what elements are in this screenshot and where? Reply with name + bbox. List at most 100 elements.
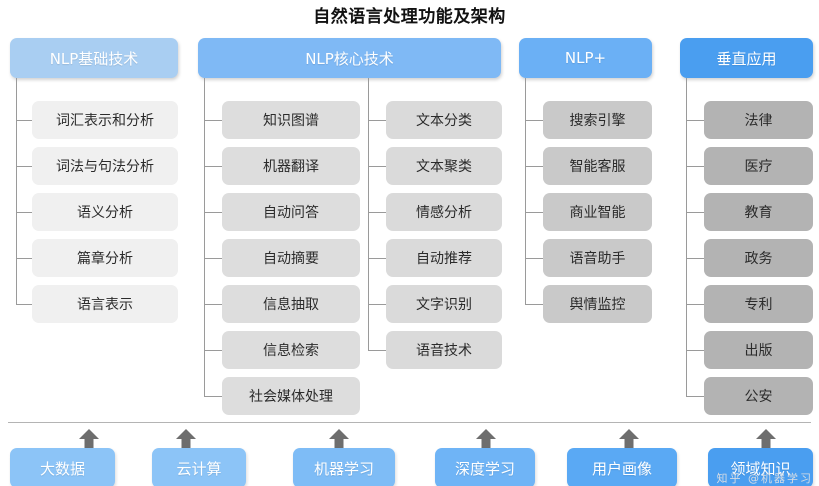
connector-stub [686,258,704,259]
leaf-nlp-core-right-0[interactable]: 文本分类 [386,101,502,139]
leaf-nlp-core-left-1[interactable]: 机器翻译 [222,147,360,185]
foundation-label: 机器学习 [313,459,374,478]
leaf-nlp-core-right-1[interactable]: 文本聚类 [386,147,502,185]
leaf-label: 社会媒体处理 [249,389,333,405]
leaf-label: 智能客服 [569,159,626,175]
leaf-nlp-plus-2[interactable]: 商业智能 [543,193,652,231]
leaf-label: 教育 [744,205,773,221]
leaf-vertical-app-5[interactable]: 出版 [704,331,813,369]
leaf-label: 词汇表示和分析 [56,113,154,129]
connector-stub [16,212,32,213]
connector-stub [686,212,704,213]
up-arrow-icon-4 [618,428,640,454]
leaf-label: 信息抽取 [263,297,319,313]
leaf-nlp-basic-3[interactable]: 篇章分析 [32,239,178,277]
leaf-label: 专利 [744,297,773,313]
leaf-label: 情感分析 [416,205,472,221]
leaf-label: 自动问答 [263,205,319,221]
header-vertical-app[interactable]: 垂直应用 [680,38,813,78]
header-nlp-plus[interactable]: NLP+ [519,38,652,78]
leaf-label: 文本分类 [416,113,472,129]
connector-trunk [525,78,526,304]
connector-stub [368,166,386,167]
leaf-nlp-core-right-2[interactable]: 情感分析 [386,193,502,231]
foundation-item-5[interactable]: 领域知识 [708,448,813,486]
leaf-label: 医疗 [744,159,773,175]
connector-stub [525,304,543,305]
foundation-item-3[interactable]: 深度学习 [435,448,535,486]
connector-trunk [368,78,369,350]
connector-stub [204,258,222,259]
leaf-nlp-core-left-5[interactable]: 信息检索 [222,331,360,369]
leaf-label: 语音技术 [416,343,472,359]
leaf-nlp-basic-2[interactable]: 语义分析 [32,193,178,231]
connector-stub [204,120,222,121]
leaf-nlp-plus-4[interactable]: 舆情监控 [543,285,652,323]
foundation-label: 用户画像 [591,459,652,478]
connector-stub [686,396,704,397]
foundation-item-4[interactable]: 用户画像 [567,448,677,486]
header-label: NLP基础技术 [49,49,139,68]
section-divider [8,422,811,423]
leaf-nlp-core-left-3[interactable]: 自动摘要 [222,239,360,277]
leaf-label: 出版 [744,343,773,359]
leaf-label: 知识图谱 [263,113,319,129]
leaf-nlp-core-right-3[interactable]: 自动推荐 [386,239,502,277]
foundation-label: 大数据 [39,459,85,478]
leaf-nlp-plus-1[interactable]: 智能客服 [543,147,652,185]
leaf-label: 篇章分析 [77,251,133,267]
connector-stub [525,258,543,259]
leaf-nlp-basic-4[interactable]: 语言表示 [32,285,178,323]
foundation-label: 领域知识 [730,459,791,478]
connector-stub [16,258,32,259]
up-arrow-icon-2 [328,428,350,454]
leaf-nlp-basic-0[interactable]: 词汇表示和分析 [32,101,178,139]
leaf-vertical-app-4[interactable]: 专利 [704,285,813,323]
leaf-nlp-core-left-2[interactable]: 自动问答 [222,193,360,231]
connector-stub [16,304,32,305]
leaf-label: 词法与句法分析 [56,159,154,175]
leaf-vertical-app-6[interactable]: 公安 [704,377,813,415]
up-arrow-icon-5 [755,428,777,454]
connector-stub [16,120,32,121]
leaf-nlp-core-left-6[interactable]: 社会媒体处理 [222,377,360,415]
connector-stub [368,258,386,259]
header-nlp-core[interactable]: NLP核心技术 [198,38,501,78]
connector-stub [686,166,704,167]
leaf-label: 语音助手 [569,251,626,267]
leaf-nlp-plus-0[interactable]: 搜索引擎 [543,101,652,139]
leaf-label: 舆情监控 [569,297,626,313]
foundation-item-1[interactable]: 云计算 [152,448,246,486]
connector-stub [686,120,704,121]
foundation-item-2[interactable]: 机器学习 [293,448,395,486]
header-nlp-basic[interactable]: NLP基础技术 [10,38,178,78]
foundation-label: 云计算 [176,459,222,478]
leaf-label: 法律 [744,113,773,129]
leaf-label: 机器翻译 [263,159,319,175]
foundation-item-0[interactable]: 大数据 [10,448,115,486]
leaf-vertical-app-0[interactable]: 法律 [704,101,813,139]
leaf-nlp-core-left-4[interactable]: 信息抽取 [222,285,360,323]
header-label: NLP核心技术 [305,49,394,68]
connector-trunk [16,78,17,304]
leaf-vertical-app-1[interactable]: 医疗 [704,147,813,185]
leaf-nlp-plus-3[interactable]: 语音助手 [543,239,652,277]
connector-stub [525,166,543,167]
leaf-label: 文字识别 [416,297,472,313]
leaf-nlp-basic-1[interactable]: 词法与句法分析 [32,147,178,185]
leaf-label: 商业智能 [569,205,626,221]
leaf-nlp-core-right-4[interactable]: 文字识别 [386,285,502,323]
connector-stub [525,120,543,121]
connector-stub [368,120,386,121]
foundation-label: 深度学习 [454,459,515,478]
connector-stub [686,350,704,351]
leaf-vertical-app-2[interactable]: 教育 [704,193,813,231]
leaf-nlp-core-right-5[interactable]: 语音技术 [386,331,502,369]
leaf-vertical-app-3[interactable]: 政务 [704,239,813,277]
leaf-label: 自动摘要 [263,251,319,267]
up-arrow-icon-0 [78,428,100,454]
leaf-label: 政务 [744,251,773,267]
connector-stub [16,166,32,167]
leaf-nlp-core-left-0[interactable]: 知识图谱 [222,101,360,139]
